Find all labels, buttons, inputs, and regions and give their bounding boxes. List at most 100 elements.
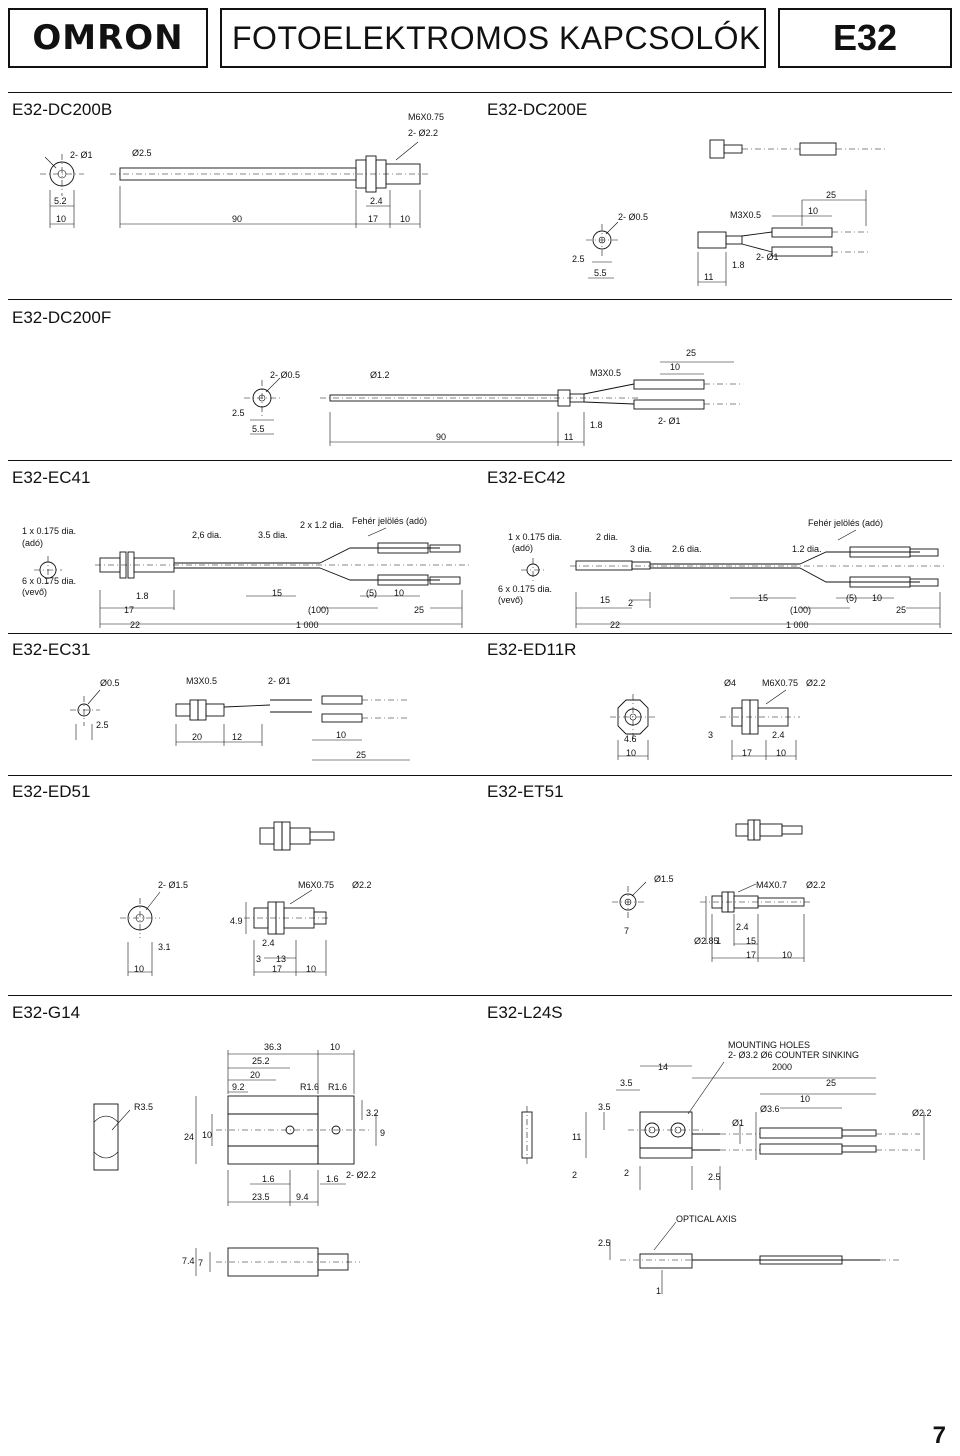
dim-ec41-9: 15 <box>272 588 282 598</box>
dim-ed51-5: 2.4 <box>262 938 275 948</box>
section-title-g14: E32-G14 <box>12 1003 81 1022</box>
dim-g14-16: 9.4 <box>296 1192 309 1202</box>
dim-dc200f-2: M3X0.5 <box>590 368 621 378</box>
dim-l24s-0: MOUNTING HOLES <box>728 1040 810 1050</box>
dim-ec41-15: 22 <box>130 620 140 630</box>
dim-dc200f-1: Ø1.2 <box>370 370 390 380</box>
dim-g14-11: 9 <box>380 1128 385 1138</box>
dim-ed11r-5: 2.4 <box>772 730 785 740</box>
dim-dc200b-9: 10 <box>400 214 410 224</box>
dim-l24s-1: 2- Ø3.2 Ø6 COUNTER SINKING <box>728 1050 859 1060</box>
rule-5 <box>8 775 952 776</box>
dim-l24s-16: 2.5 <box>598 1238 611 1248</box>
dim-g14-12: 1.6 <box>262 1174 275 1184</box>
model-box: E32 <box>778 8 952 68</box>
page-title-box: FOTOELEKTROMOS KAPCSOLÓK <box>220 8 766 68</box>
dim-ec42-11: 15 <box>758 593 768 603</box>
dim-dc200f-7: 90 <box>436 432 446 442</box>
dim-ec31-2: 2- Ø1 <box>268 676 291 686</box>
section-title-ec42: E32-EC42 <box>487 468 566 487</box>
dim-ed51-4: 3.1 <box>158 942 171 952</box>
dim-l24s-17: 1 <box>656 1286 661 1296</box>
dim-ec42-8: (vevő) <box>498 595 523 605</box>
dim-dc200f-0: 2- Ø0.5 <box>270 370 300 380</box>
page-title: FOTOELEKTROMOS KAPCSOLÓK <box>232 19 761 56</box>
rule-3 <box>8 460 952 461</box>
dim-ed51-9: 17 <box>272 964 282 974</box>
section-title-dc200f: E32-DC200F <box>12 308 112 327</box>
dim-ec42-17: 1 000 <box>786 620 809 630</box>
dim-l24s-15: OPTICAL AXIS <box>676 1214 737 1224</box>
dim-l24s-2: 14 <box>658 1062 668 1072</box>
dim-ec41-1: (adó) <box>22 538 43 548</box>
dim-ed51-8: 10 <box>134 964 144 974</box>
section-title-dc200e: E32-DC200E <box>487 100 588 119</box>
dim-ed11r-7: 17 <box>742 748 752 758</box>
dim-l24s-13: 2 <box>624 1168 629 1178</box>
dim-ec41-11: 10 <box>394 588 404 598</box>
drawing-g14: 36.3 10 25.2 20 9.2 R1.6 R1.6 R3.5 24 10… <box>93 1042 385 1277</box>
section-title-ec41: E32-EC41 <box>12 468 91 487</box>
dim-ec31-5: 12 <box>232 732 242 742</box>
dim-l24s-3: 2000 <box>772 1062 792 1072</box>
dim-et51-5: 2.4 <box>736 922 749 932</box>
dim-g14-13: 1.6 <box>326 1174 339 1184</box>
dim-ec31-7: 25 <box>356 750 366 760</box>
dim-dc200b-7: 90 <box>232 214 242 224</box>
page-header: OMRON FOTOELEKTROMOS KAPCSOLÓK E32 <box>8 8 952 70</box>
dim-ec41-7: (vevő) <box>22 587 47 597</box>
dim-ec42-1: (adó) <box>512 543 533 553</box>
dim-ed11r-6: 10 <box>626 748 636 758</box>
dim-dc200e-8: 2- Ø1 <box>756 252 779 262</box>
section-title-ed51: E32-ED51 <box>12 782 91 801</box>
dim-ec31-6: 10 <box>336 730 346 740</box>
dim-ec41-8: 1.8 <box>136 591 149 601</box>
dim-ec42-10: 2 <box>628 598 633 608</box>
dim-ed11r-4: 3 <box>708 730 713 740</box>
brand-logo-box: OMRON <box>8 8 208 68</box>
dim-et51-2: Ø2.2 <box>806 880 826 890</box>
dim-et51-3: 7 <box>624 926 629 936</box>
dim-ed51-10: 10 <box>306 964 316 974</box>
dim-ec41-12: 17 <box>124 605 134 615</box>
dim-ed11r-2: Ø2.2 <box>806 678 826 688</box>
dim-et51-9: 10 <box>782 950 792 960</box>
dim-ec42-6: 1.2 dia. <box>792 544 822 554</box>
dim-dc200b-3: 2- Ø2.2 <box>408 128 438 138</box>
dim-l24s-12: 2 <box>572 1170 577 1180</box>
dim-ec41-13: (100) <box>308 605 329 615</box>
dim-g14-17: 7.4 <box>182 1256 195 1266</box>
dim-ec42-14: (100) <box>790 605 811 615</box>
dim-ed51-6: 3 <box>256 954 261 964</box>
dim-ec42-16: 22 <box>610 620 620 630</box>
dim-g14-0: 36.3 <box>264 1042 282 1052</box>
dim-dc200f-5: 2.5 <box>232 408 245 418</box>
dim-dc200b-8: 17 <box>368 214 378 224</box>
dim-ec42-5: Fehér jelölés (adó) <box>808 518 883 528</box>
dim-dc200f-4: 10 <box>670 362 680 372</box>
section-title-ec31: E32-EC31 <box>12 640 91 659</box>
dim-ed51-0: 2- Ø1.5 <box>158 880 188 890</box>
section-title-dc200b: E32-DC200B <box>12 100 113 119</box>
dim-et51-4: Ø2.85 <box>694 936 719 946</box>
rule-2 <box>8 299 952 300</box>
page-number: 7 <box>932 1422 946 1449</box>
dim-dc200f-8: 11 <box>564 432 573 442</box>
dim-ec42-15: 25 <box>896 605 906 615</box>
dim-g14-4: 9.2 <box>232 1082 245 1092</box>
dim-ec42-0: 1 x 0.175 dia. <box>508 532 562 542</box>
dim-dc200b-5: 2.4 <box>370 196 383 206</box>
dim-ec41-2: 2,6 dia. <box>192 530 222 540</box>
drawing-ed51: 2- Ø1.5 M6X0.75 Ø2.2 4.9 3.1 2.4 3 13 10… <box>120 821 372 976</box>
dim-et51-0: Ø1.5 <box>654 874 674 884</box>
dim-g14-14: 2- Ø2.2 <box>346 1170 376 1180</box>
dim-l24s-8: 11 <box>572 1132 581 1142</box>
dim-g14-15: 23.5 <box>252 1192 270 1202</box>
dim-l24s-5: 25 <box>826 1078 836 1088</box>
dim-g14-18: 7 <box>198 1258 203 1268</box>
dim-ed11r-8: 10 <box>776 748 786 758</box>
dim-et51-6: 1 <box>716 936 721 946</box>
drawing-l24s: MOUNTING HOLES 2- Ø3.2 Ø6 COUNTER SINKIN… <box>521 1040 932 1296</box>
rule-6 <box>8 995 952 996</box>
section-title-ed11r: E32-ED11R <box>487 640 577 659</box>
